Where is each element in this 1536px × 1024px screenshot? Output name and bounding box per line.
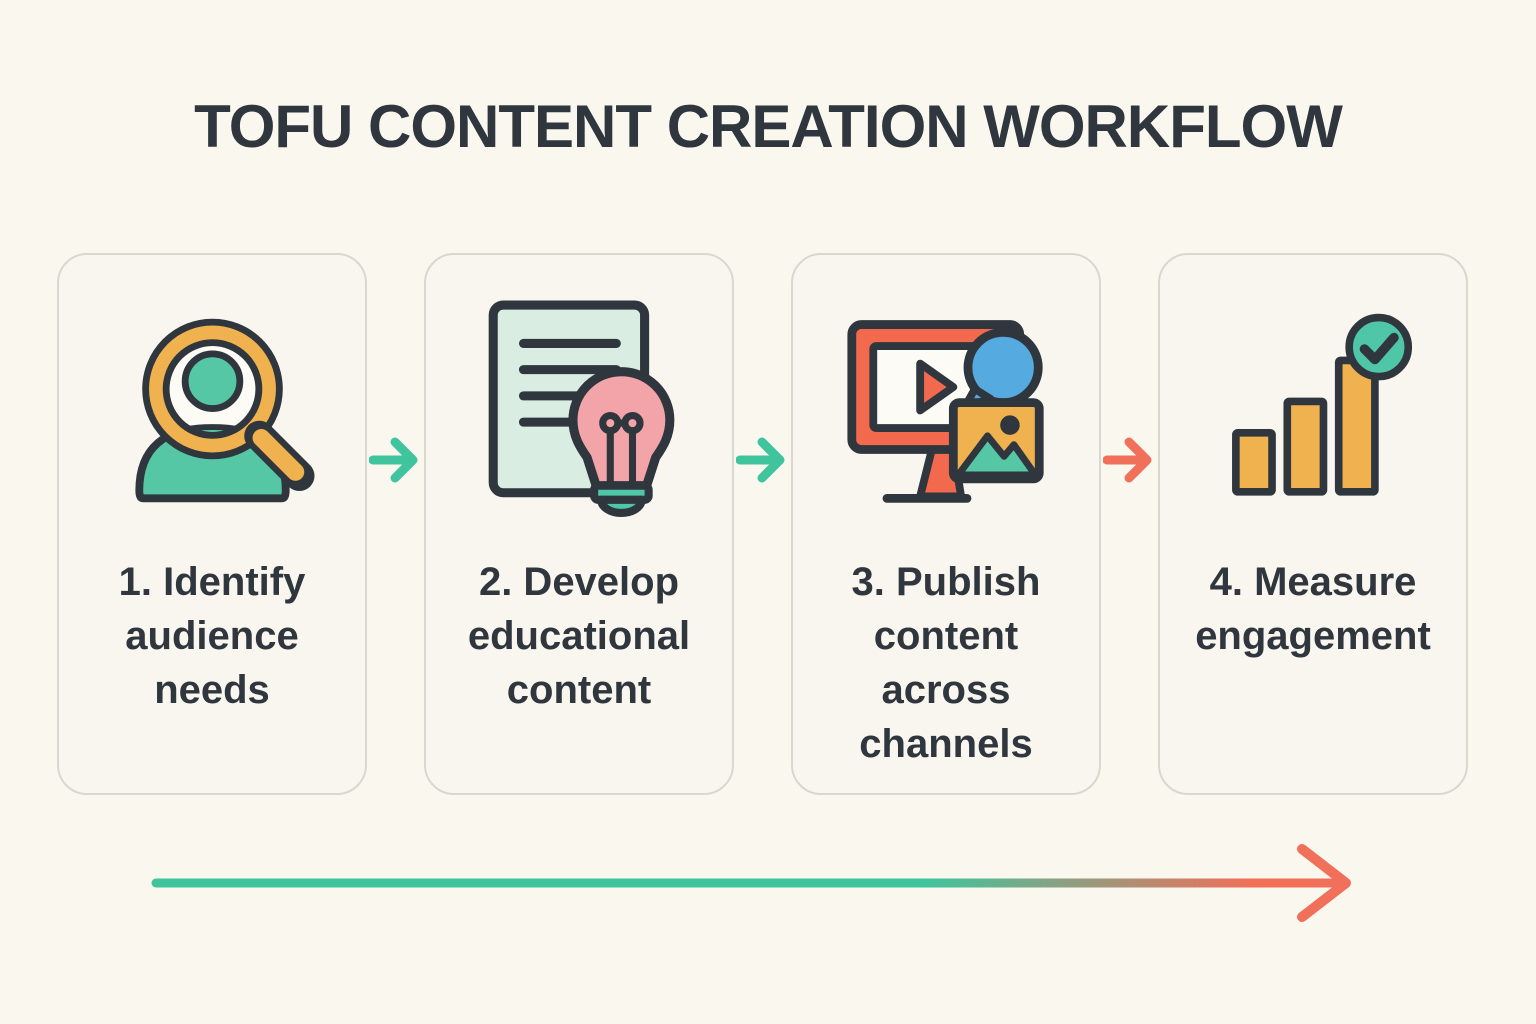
step-4-label: 4. Measure engagement: [1195, 560, 1431, 658]
step-1-icon-wrap: [110, 255, 315, 555]
connector-arrow-icon-3: [1103, 437, 1152, 483]
step-card-publish-content: 3. Publish content across channels: [791, 253, 1101, 795]
timeline-gradient-arrow-icon: [151, 844, 1351, 922]
audience-search-icon: [134, 318, 315, 502]
page-title: TOFU CONTENT CREATION WORKFLOW: [194, 93, 1343, 160]
step-2-label: 2. Develop educational content: [467, 560, 691, 712]
connector-arrow-icon-1: [369, 437, 418, 483]
step-card-develop-content: 2. Develop educational content: [424, 253, 734, 795]
step-2-icon-wrap: [473, 255, 685, 555]
step-3-icon-wrap: [844, 255, 1049, 555]
connector-arrow-icon-2: [736, 437, 785, 483]
monitor-media-icon: [846, 319, 1044, 503]
bar-chart-check-icon: [1232, 313, 1413, 496]
step-3-label: 3. Publish content across channels: [851, 560, 1041, 766]
step-card-measure-engagement: 4. Measure engagement: [1158, 253, 1468, 795]
document-lightbulb-icon: [488, 300, 675, 517]
step-1-label: 1. Identify audience needs: [118, 560, 306, 712]
step-4-icon-wrap: [1213, 255, 1413, 555]
step-card-identify-audience: 1. Identify audience needs: [57, 253, 367, 795]
